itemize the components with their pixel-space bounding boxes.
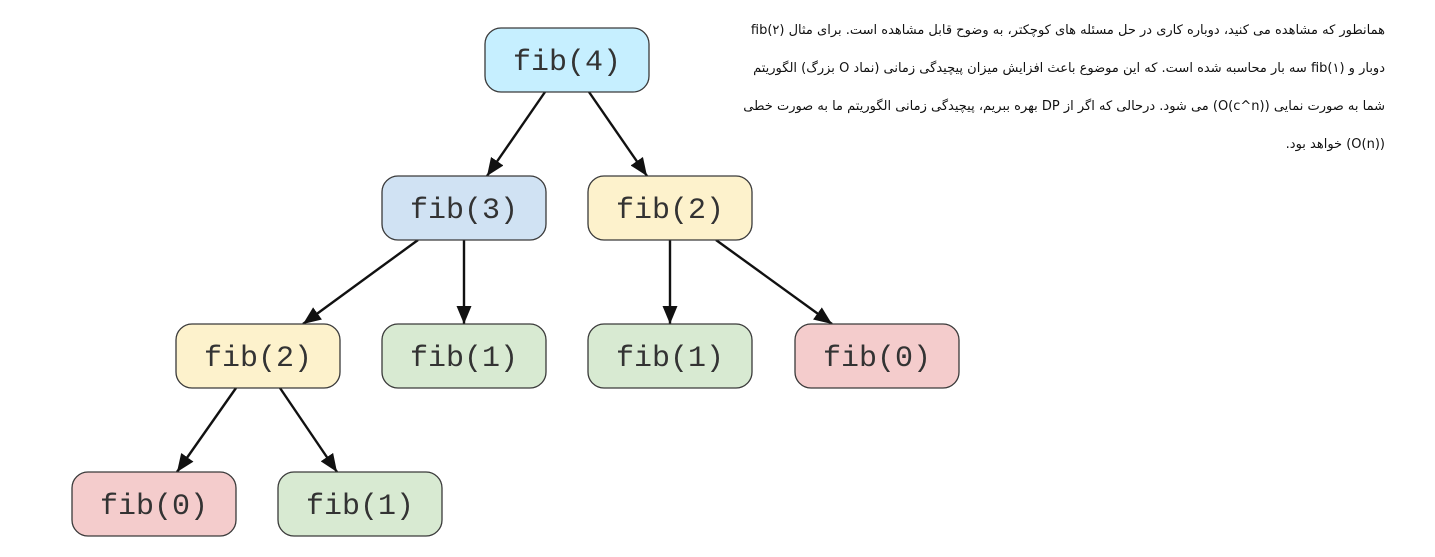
edge-n4-to-n2a (588, 91, 648, 177)
edge-n2b-to-n1c (279, 387, 338, 473)
node-box (277, 471, 443, 537)
node-box (381, 323, 547, 389)
edge-n3-to-n2b (302, 239, 419, 325)
node-label: fib(3) (410, 194, 518, 228)
paragraph-line-2: دوبار و fib(۱) سه بار محاسبه شده است. که… (753, 61, 1385, 76)
node-box (381, 175, 547, 241)
node-box (587, 323, 753, 389)
node-box (587, 175, 753, 241)
edge-n4-to-n3 (486, 91, 546, 177)
paragraph-line-3: شما به صورت نمایی (O(c^n)) می شود. درحال… (743, 99, 1385, 114)
edge-n2b-to-n0b (176, 387, 237, 473)
node-label: fib(0) (823, 342, 931, 376)
node-box (175, 323, 341, 389)
edge-n2a-to-n0a (715, 239, 833, 325)
tree-node: fib(0) (794, 323, 960, 389)
tree-node: fib(0) (71, 471, 237, 537)
node-box (484, 27, 650, 93)
tree-node: fib(1) (381, 323, 547, 389)
tree-node: fib(1) (587, 323, 753, 389)
paragraph-line-4: (O(n)) خواهد بود. (1285, 137, 1385, 152)
node-label: fib(2) (616, 194, 724, 228)
tree-node: fib(2) (175, 323, 341, 389)
node-label: fib(0) (100, 490, 208, 524)
node-label: fib(4) (513, 46, 621, 80)
node-label: fib(1) (410, 342, 518, 376)
node-label: fib(2) (204, 342, 312, 376)
node-label: fib(1) (306, 490, 414, 524)
tree-node: fib(1) (277, 471, 443, 537)
tree-node: fib(2) (587, 175, 753, 241)
tree-node: fib(4) (484, 27, 650, 93)
node-box (794, 323, 960, 389)
fibonacci-recursion-tree: fib(4) fib(3) fib(2) fib(2) fib(1) fib(1) fib(… (71, 27, 960, 537)
paragraph-line-1: همانطور که مشاهده می کنید، دوباره کاری د… (750, 23, 1385, 38)
tree-node: fib(3) (381, 175, 547, 241)
explanation-paragraph: همانطور که مشاهده می کنید، دوباره کاری د… (690, 12, 1385, 164)
node-box (71, 471, 237, 537)
tree-edges (176, 91, 833, 473)
node-label: fib(1) (616, 342, 724, 376)
tree-nodes: fib(4) fib(3) fib(2) fib(2) fib(1) fib(1) fib(… (71, 27, 960, 537)
